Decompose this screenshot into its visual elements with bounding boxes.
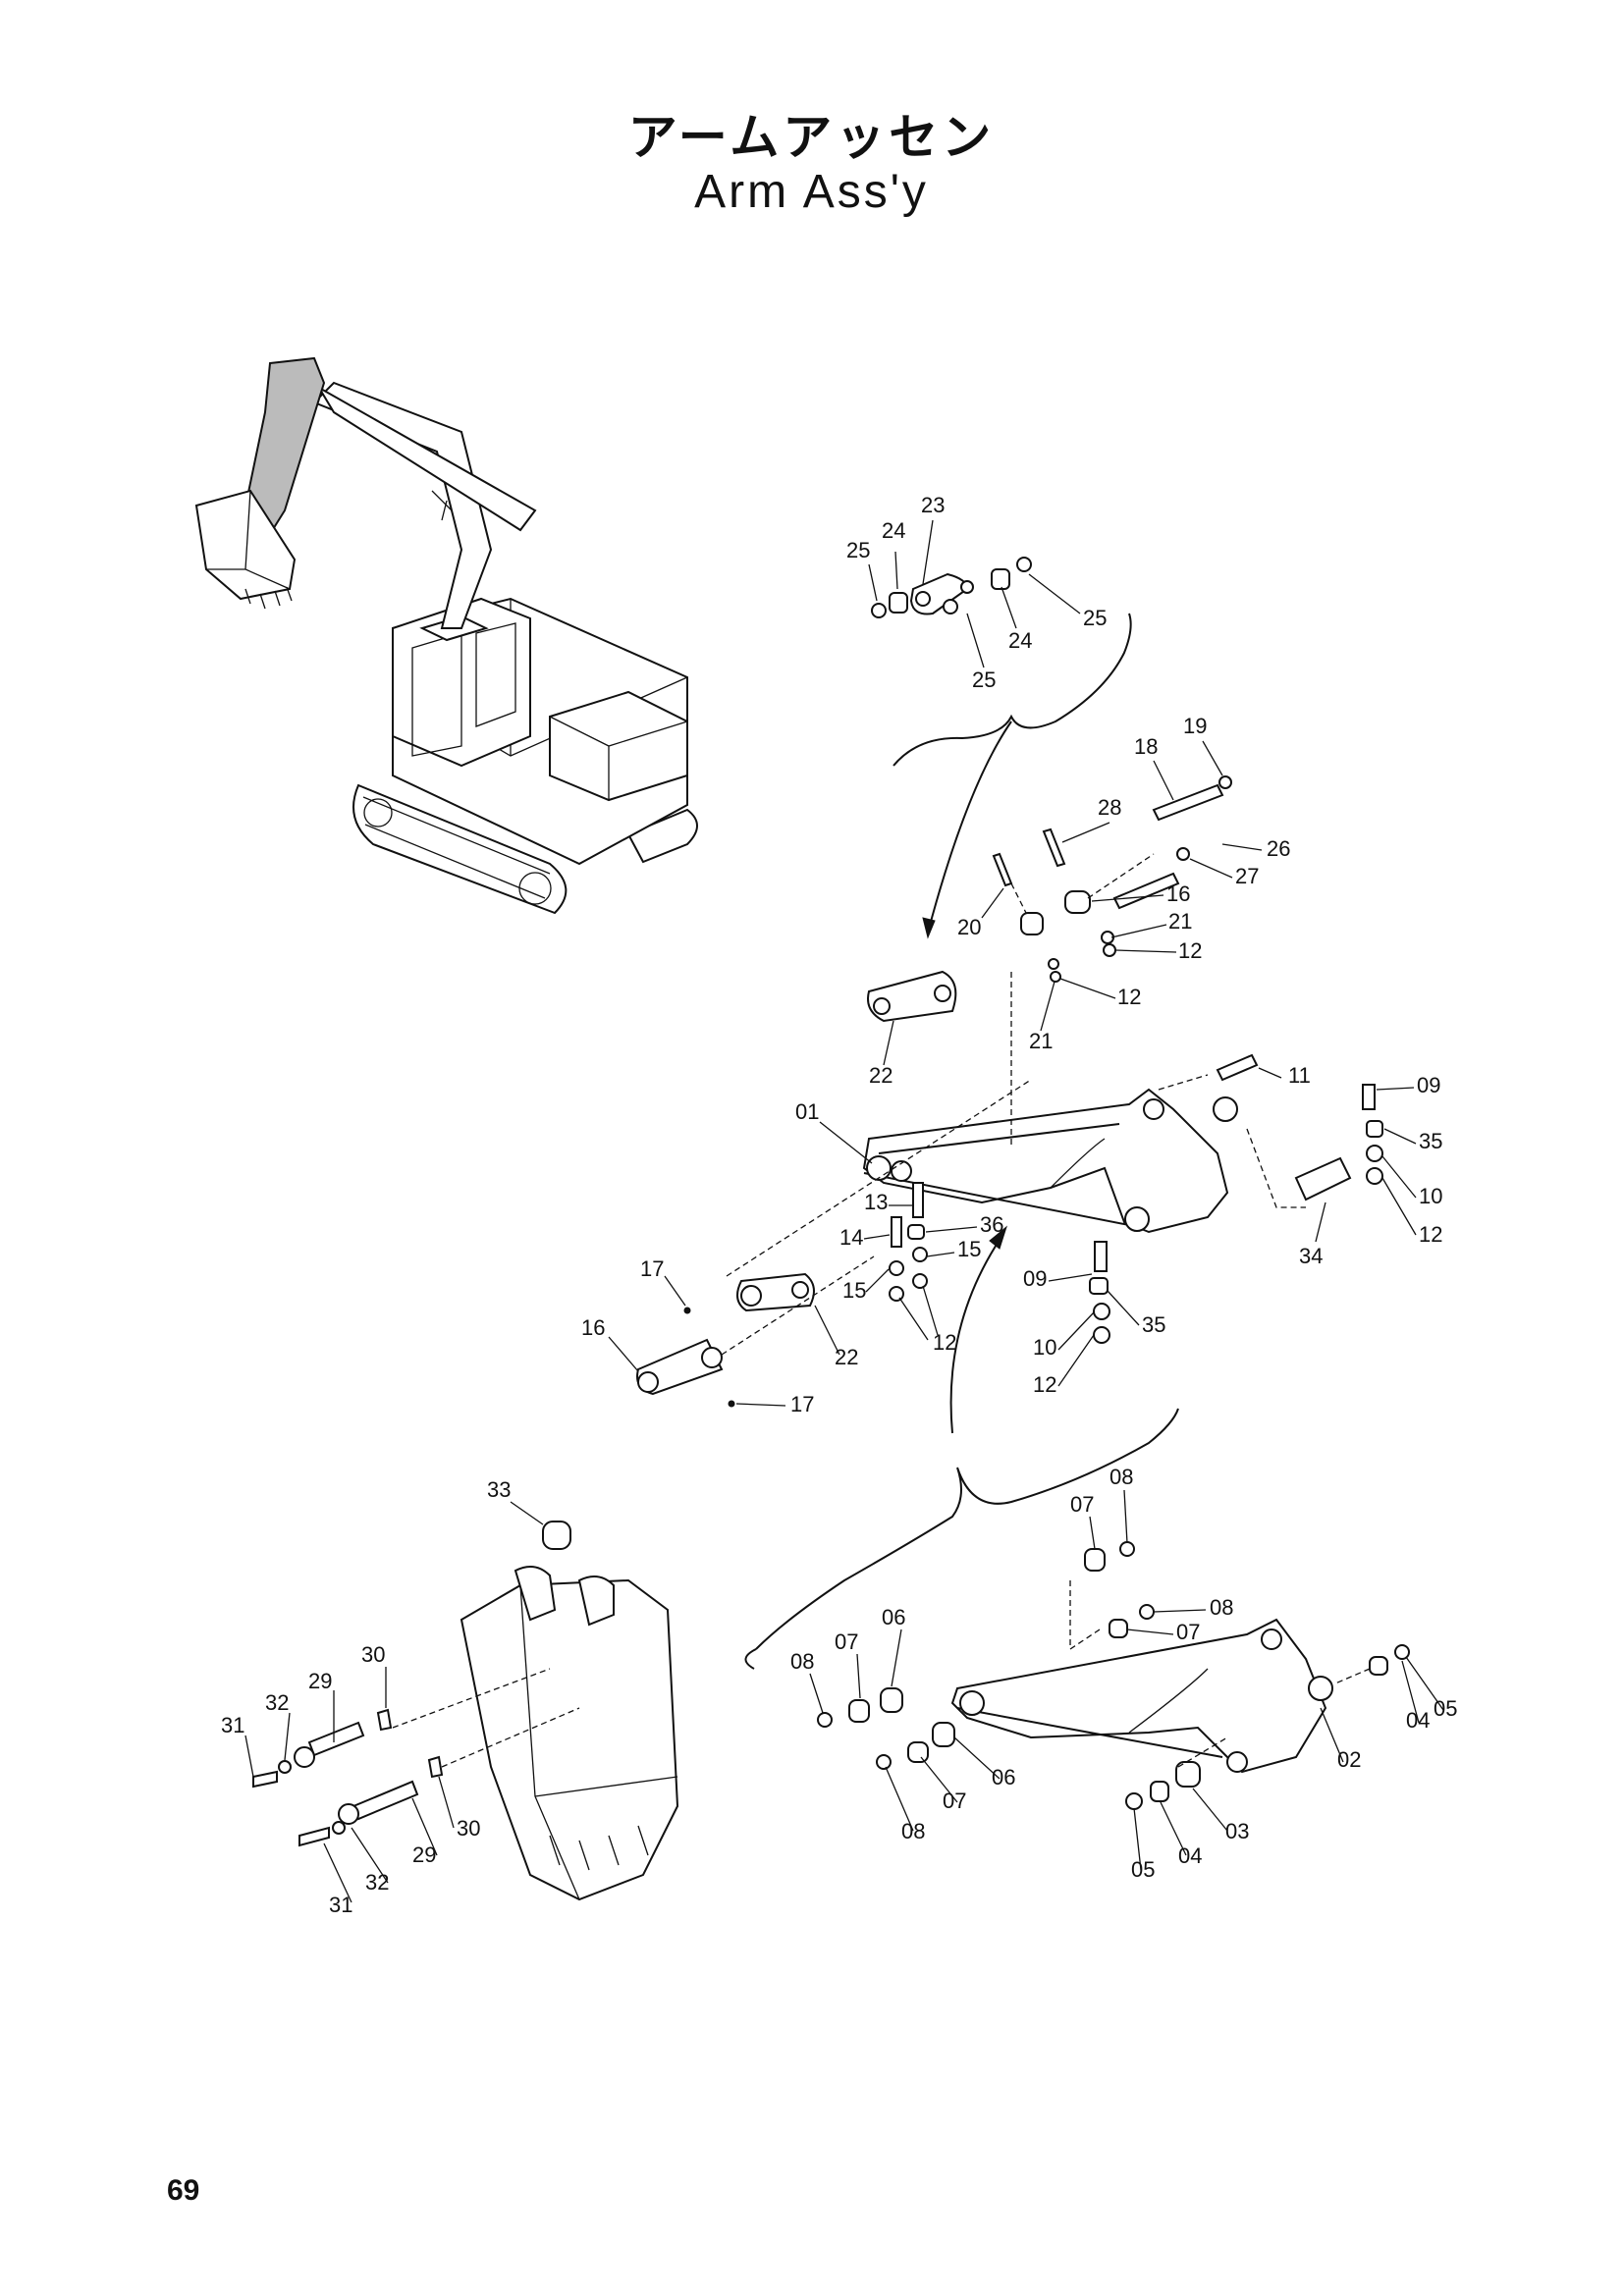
excavator-illustration [194, 356, 698, 915]
upper-link-group [871, 557, 1132, 767]
bracket-end [744, 1648, 757, 1670]
callout-09: 09 [1417, 1073, 1440, 1097]
callout-09: 09 [1023, 1266, 1047, 1291]
callout-32: 32 [365, 1870, 389, 1895]
callout-21: 21 [1168, 909, 1192, 934]
lower-arm-part-02 [950, 1618, 1333, 1774]
callout-05: 05 [1434, 1696, 1457, 1721]
callout-30: 30 [457, 1816, 480, 1841]
callout-23: 23 [921, 493, 945, 517]
callout-36: 36 [980, 1212, 1003, 1237]
callout-11: 11 [1288, 1063, 1311, 1088]
callout-32: 32 [265, 1690, 289, 1715]
title-english: Arm Ass'y [694, 166, 929, 218]
callout-08: 08 [901, 1819, 925, 1843]
callout-17: 17 [790, 1392, 814, 1416]
callout-07: 07 [835, 1629, 858, 1654]
bucket-group [252, 1521, 679, 1901]
callout-17: 17 [640, 1256, 664, 1281]
callout-20: 20 [957, 915, 981, 939]
bracket-middle [755, 1408, 1179, 1650]
callout-22: 22 [835, 1345, 858, 1369]
callout-18: 18 [1134, 734, 1158, 759]
callout-25: 25 [972, 667, 996, 692]
callout-22: 22 [869, 1063, 893, 1088]
callout-07: 07 [943, 1789, 966, 1813]
callout-07: 07 [1176, 1620, 1200, 1644]
title-japanese: アームアッセン [627, 109, 996, 166]
callout-08: 08 [1109, 1465, 1133, 1489]
callout-08: 08 [1210, 1595, 1233, 1620]
page-number: 69 [167, 2174, 200, 2207]
callout-15: 15 [842, 1278, 866, 1303]
callout-07: 07 [1070, 1492, 1094, 1517]
callout-12: 12 [1419, 1222, 1442, 1247]
callout-25: 25 [1083, 606, 1107, 630]
side-link-group [636, 1079, 1032, 1408]
callout-33: 33 [487, 1477, 511, 1502]
callout-21: 21 [1029, 1029, 1053, 1053]
callout-27: 27 [1235, 864, 1259, 888]
bolt-group-middle [889, 1182, 928, 1302]
callout-06: 06 [882, 1605, 905, 1629]
callout-28: 28 [1098, 795, 1121, 820]
callout-25: 25 [846, 538, 870, 562]
callout-26: 26 [1267, 836, 1290, 861]
callout-12: 12 [1117, 985, 1141, 1009]
callout-10: 10 [1033, 1335, 1056, 1360]
assembly-arrow [949, 1236, 1002, 1434]
callout-31: 31 [329, 1893, 352, 1917]
callout-02: 02 [1337, 1747, 1361, 1772]
callout-35: 35 [1142, 1312, 1165, 1337]
callout-34: 34 [1299, 1244, 1323, 1268]
callout-03: 03 [1225, 1819, 1249, 1843]
callout-16: 16 [1166, 881, 1190, 906]
callout-14: 14 [839, 1225, 863, 1250]
callout-16: 16 [581, 1315, 605, 1340]
callout-12: 12 [1178, 938, 1202, 963]
bolt-group-right [1089, 1084, 1383, 1344]
pin-11 [1216, 1053, 1259, 1082]
callout-19: 19 [1183, 714, 1207, 738]
callout-24: 24 [882, 518, 905, 543]
callout-29: 29 [412, 1842, 436, 1867]
pin-34 [1294, 1156, 1352, 1201]
callout-31: 31 [221, 1713, 244, 1737]
callout-30: 30 [361, 1642, 385, 1667]
callout-15: 15 [957, 1237, 981, 1261]
callout-13: 13 [864, 1190, 888, 1214]
callout-24: 24 [1008, 628, 1032, 653]
callout-29: 29 [308, 1669, 332, 1693]
callout-12: 12 [1033, 1372, 1056, 1397]
callout-01: 01 [795, 1099, 819, 1124]
pin-group [867, 721, 1232, 1023]
leader-lines [244, 519, 1444, 1903]
callout-labels: 25 24 23 24 25 25 18 19 28 26 27 20 16 2… [221, 493, 1457, 1917]
callout-12: 12 [933, 1330, 956, 1355]
callout-35: 35 [1419, 1129, 1442, 1153]
callout-06: 06 [992, 1765, 1015, 1789]
callout-08: 08 [790, 1649, 814, 1674]
callout-05: 05 [1131, 1857, 1155, 1882]
callout-10: 10 [1419, 1184, 1442, 1208]
